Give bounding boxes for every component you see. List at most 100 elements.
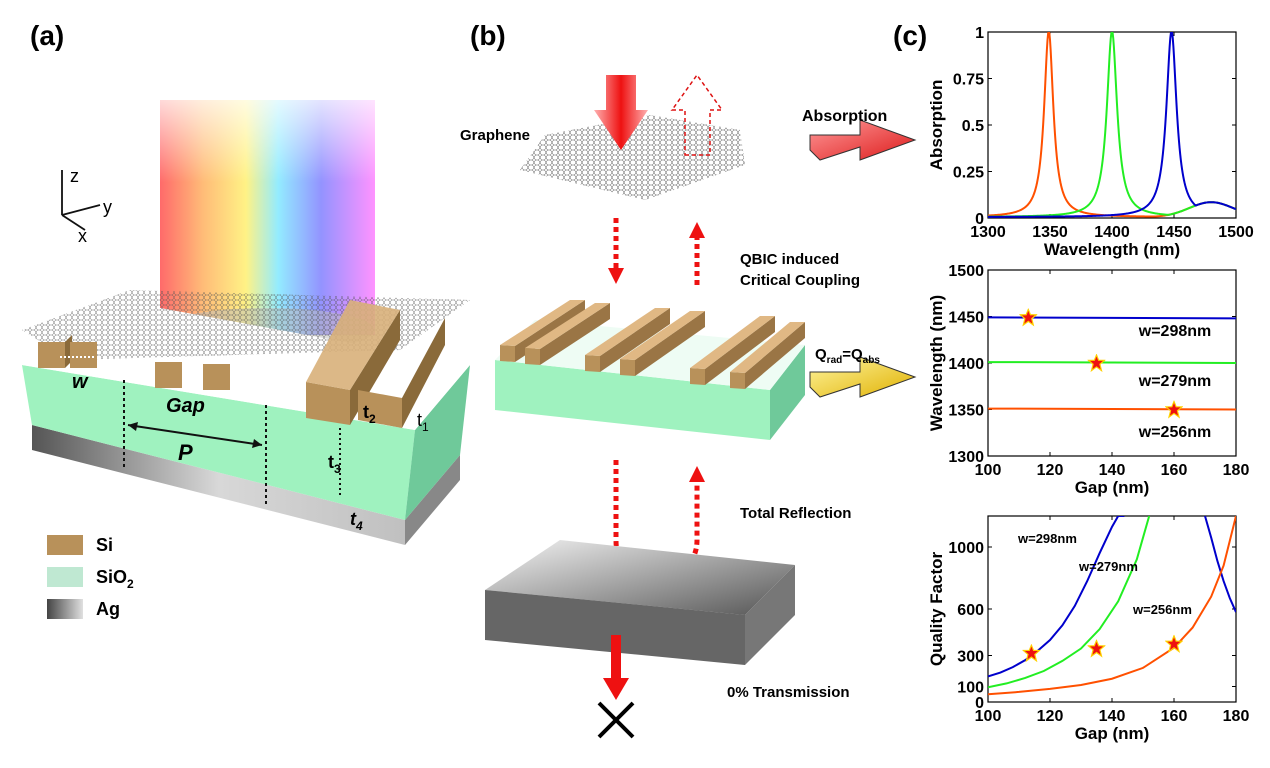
- panel-b-label: (b): [470, 20, 506, 51]
- panel-c-label: (c): [893, 20, 927, 51]
- y-tick-label: 1300: [948, 449, 984, 466]
- dim-t1-label: t1: [417, 410, 429, 434]
- grating-bars: [500, 300, 805, 389]
- sio2-layer-side: [405, 365, 470, 520]
- y-tick-label: 1500: [948, 263, 984, 280]
- grating-slab-side: [770, 345, 805, 440]
- legend-swatch-ag: [47, 599, 83, 619]
- series-line: [988, 407, 1236, 411]
- coupling-arrows: [613, 218, 700, 285]
- x-tick-label: 160: [1161, 462, 1188, 479]
- x-tick-label: 180: [1223, 462, 1250, 479]
- y-tick-label: 1: [975, 25, 984, 42]
- qbic-line1: QBIC induced: [740, 251, 839, 268]
- x-axis-label: Gap (nm): [1075, 478, 1150, 497]
- y-tick-label: 1350: [948, 403, 984, 420]
- y-tick-label: 0: [975, 695, 984, 712]
- plot-area: [988, 516, 1236, 696]
- ag-mirror-side: [745, 565, 795, 665]
- dim-p-label: P: [178, 440, 193, 465]
- x-tick-label: 160: [1161, 708, 1188, 725]
- x-tick-label: 120: [1037, 708, 1064, 725]
- qrad-qabs-label: Qrad=Qabs: [815, 346, 880, 366]
- x-tick-label: 1400: [1094, 224, 1130, 241]
- plot-area: [988, 32, 1236, 218]
- y-tick-label: 0: [975, 211, 984, 228]
- series-label: w=279nm: [1138, 373, 1211, 390]
- graphene-layer: [520, 115, 745, 200]
- series-label: w=298nm: [1017, 531, 1077, 546]
- panel-a: (a): [22, 20, 470, 619]
- x-tick-label: 180: [1223, 708, 1250, 725]
- dim-t4-label: t4: [350, 509, 363, 533]
- series-line: [988, 32, 1236, 218]
- axis-x-label: x: [78, 226, 87, 246]
- ag-mirror-top: [485, 540, 795, 615]
- y-tick-label: 600: [957, 602, 984, 619]
- panel-a-label: (a): [30, 20, 64, 51]
- series-label: w=279nm: [1078, 559, 1138, 574]
- series-line: [988, 516, 1125, 678]
- series-label: w=256nm: [1132, 602, 1192, 617]
- grating-slab-front: [495, 360, 770, 440]
- x-axis-label: Wavelength (nm): [1044, 240, 1180, 259]
- y-axis-label: Absorption: [927, 80, 946, 171]
- x-tick-label: 1500: [1218, 224, 1254, 241]
- y-tick-label: 0.75: [953, 72, 984, 89]
- series-label: w=256nm: [1138, 424, 1211, 441]
- absorption-arrow: [809, 119, 917, 161]
- x-tick-label: 140: [1099, 462, 1126, 479]
- panel-b: (b) Graphene Absorption QBIC induced Cri…: [460, 20, 917, 739]
- ag-mirror-front: [485, 590, 745, 665]
- transmission-label: 0% Transmission: [727, 684, 850, 701]
- series-label: w=298nm: [1138, 323, 1211, 340]
- x-tick-label: 100: [975, 708, 1002, 725]
- axis-z-label: z: [70, 166, 79, 186]
- axis-y-label: y: [103, 197, 112, 217]
- legend-swatch-si: [47, 535, 83, 555]
- dim-t2-label: t2: [363, 402, 376, 426]
- qbic-line2: Critical Coupling: [740, 272, 860, 289]
- y-tick-label: 1450: [948, 310, 984, 327]
- plot-frame: [987, 31, 1237, 219]
- series-line: [988, 516, 1151, 689]
- y-axis-label: Wavelength (nm): [927, 295, 946, 431]
- x-axis-label: Gap (nm): [1075, 724, 1150, 743]
- material-legend: Si SiO2 Ag: [47, 535, 134, 619]
- qrad-qabs-arrow: [809, 356, 917, 398]
- transmission-arrow-head: [603, 678, 629, 700]
- dim-gap-label: Gap: [166, 395, 205, 417]
- y-axis-label: Quality Factor: [927, 551, 946, 666]
- x-tick-label: 1350: [1032, 224, 1068, 241]
- legend-label-ag: Ag: [96, 599, 120, 619]
- axes-triad: [61, 170, 101, 231]
- legend-swatch-sio2: [47, 567, 83, 587]
- dim-w-label: w: [72, 371, 89, 393]
- si-bars: [38, 300, 445, 428]
- reflected-arrow: [670, 73, 724, 156]
- x-tick-label: 1450: [1156, 224, 1192, 241]
- y-tick-label: 300: [957, 649, 984, 666]
- y-tick-label: 100: [957, 680, 984, 697]
- total-reflection-label: Total Reflection: [740, 505, 851, 522]
- ag-substrate-front: [32, 425, 405, 545]
- y-tick-label: 1000: [948, 540, 984, 557]
- dim-t3-label: t3: [328, 452, 341, 476]
- graphene-label: Graphene: [460, 127, 530, 144]
- absorption-label: Absorption: [802, 108, 887, 125]
- incident-arrow: [594, 75, 648, 150]
- blocked-x-icon: [597, 701, 635, 739]
- legend-label-sio2: SiO2: [96, 567, 134, 591]
- y-tick-label: 0.5: [962, 118, 984, 135]
- dimension-lines: [60, 356, 341, 505]
- x-tick-label: 140: [1099, 708, 1126, 725]
- y-tick-label: 0.25: [953, 165, 984, 182]
- ag-substrate-side: [405, 455, 460, 545]
- transmission-arrow-shaft: [611, 635, 621, 680]
